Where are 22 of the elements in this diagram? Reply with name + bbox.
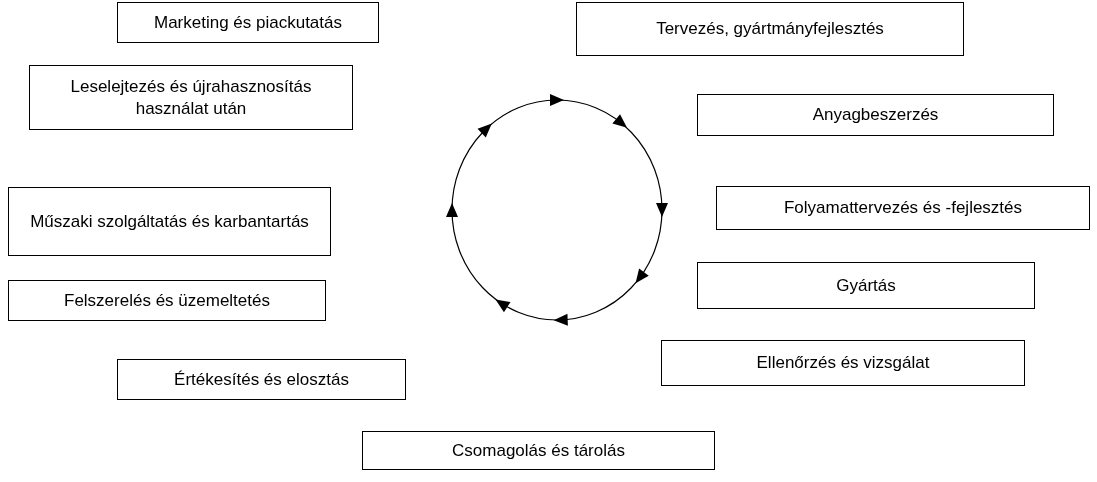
- step-label: Leselejtezés és újrahasznosítás használat után: [69, 75, 313, 120]
- step-label: Marketing és piackutatás: [153, 11, 342, 34]
- step-label: Ellenőrzés és vizsgálat: [756, 352, 930, 374]
- process-box: [362, 431, 715, 470]
- process-box: [29, 65, 353, 130]
- process-box: [8, 280, 326, 321]
- process-box: [697, 94, 1054, 136]
- step-label: Gyártás: [836, 274, 896, 297]
- process-box: [716, 186, 1090, 230]
- step-label: Műszaki szolgáltatás és karbantartás: [30, 210, 309, 233]
- step-label: Értékesítés és elosztás: [174, 368, 349, 391]
- process-box: [576, 2, 964, 56]
- step-label: Csomagolás és tárolás: [452, 439, 625, 462]
- step-label: Folyamattervezés és -fejlesztés: [783, 197, 1023, 219]
- step-label: Tervezés, gyártmányfejlesztés: [656, 18, 884, 40]
- process-box: [117, 359, 406, 400]
- process-box: [697, 262, 1035, 309]
- process-box: [117, 2, 379, 43]
- process-box: [8, 187, 331, 256]
- step-label: Anyagbeszerzés: [812, 104, 939, 126]
- process-box: [661, 340, 1025, 386]
- step-label: Felszerelés és üzemeltetés: [64, 289, 270, 312]
